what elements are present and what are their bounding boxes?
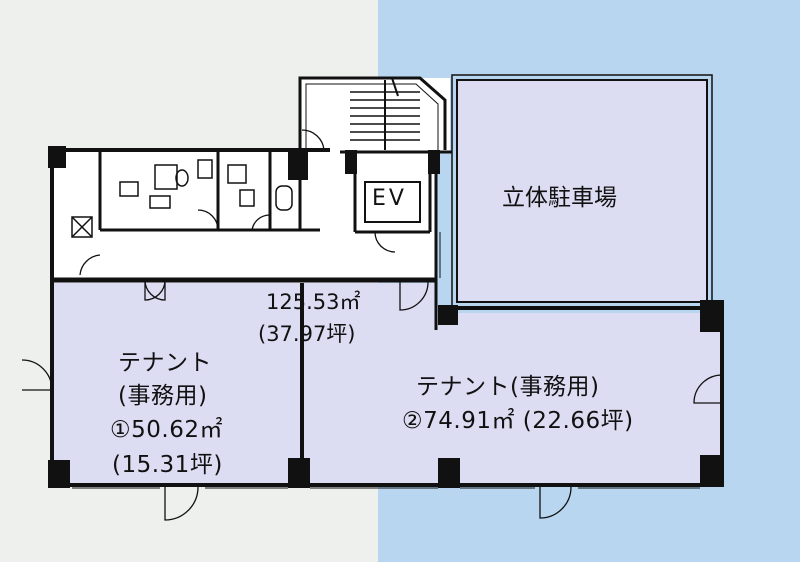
elevator-box [364, 181, 421, 223]
tenant-top-strip [302, 283, 437, 313]
common-area-size: 125.53㎡ [266, 290, 361, 314]
parking-area [456, 79, 708, 303]
tenant-1-title: テナント [118, 350, 212, 376]
tenant-2-area: ②74.91㎡ (22.66坪) [402, 408, 634, 434]
windows [72, 232, 700, 489]
door-swings [21, 129, 723, 521]
common-area-tsubo: (37.97坪) [258, 322, 356, 346]
tenant-1-use: (事務用) [118, 383, 208, 409]
parking-label: 立体駐車場 [502, 185, 617, 211]
tenant-1-tsubo: (15.31坪) [112, 452, 223, 478]
tenant-1-area: ①50.62㎡ [110, 417, 223, 443]
columns [48, 146, 724, 488]
stair-steps [350, 77, 420, 150]
elevator-label: EV [372, 186, 407, 211]
tenant-2-room [302, 313, 722, 485]
toilet-fixtures [71, 159, 293, 238]
tenant-2-title: テナント(事務用) [416, 374, 600, 400]
corridor-floor [52, 150, 437, 280]
tenant-1-room [52, 283, 302, 483]
